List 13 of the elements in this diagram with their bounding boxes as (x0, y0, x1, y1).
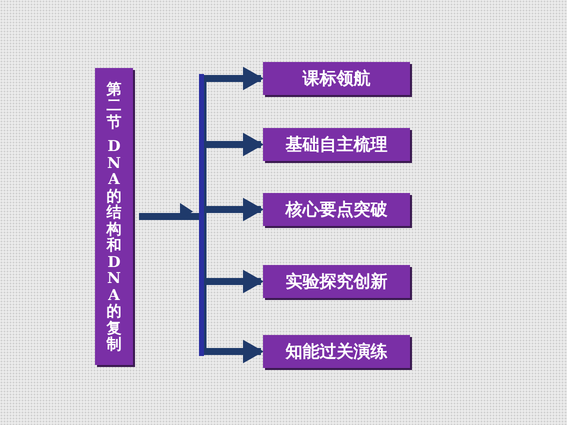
section-label: 核心要点突破 (286, 199, 388, 221)
section-box (263, 335, 410, 368)
section-label: 课标领航 (302, 68, 370, 90)
section-label: 基础自主梳理 (286, 134, 388, 156)
title-text: 第二节 (106, 80, 122, 130)
section-box (263, 193, 410, 226)
section-box (263, 128, 410, 161)
title-text: DNA的结构和DNA的复制 (106, 138, 122, 352)
title-box (95, 68, 133, 365)
section-label: 知能过关演练 (286, 341, 388, 363)
section-box (263, 62, 410, 95)
section-box (263, 265, 410, 298)
section-label: 实验探究创新 (286, 271, 388, 293)
